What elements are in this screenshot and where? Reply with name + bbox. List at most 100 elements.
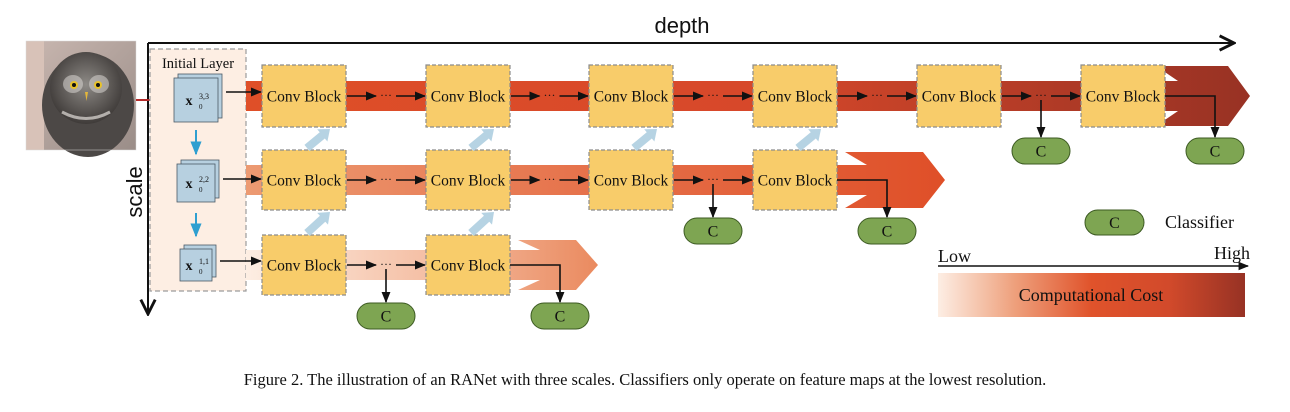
network: Conv Block ··· Conv Block ··· Conv Block ··· C…	[261, 64, 1245, 330]
conv-block: Conv Block	[261, 64, 347, 128]
feature-map-superscript: 2,2	[199, 175, 209, 184]
cross-scale-arrow-shape	[304, 212, 330, 236]
cross-scale-arrow-shape	[468, 129, 494, 152]
classifier-label: C	[1210, 144, 1221, 161]
cross-scale-arrow-shape	[795, 129, 821, 152]
conv-block: Conv Block	[425, 64, 511, 128]
cross-scale-arrow	[631, 129, 657, 152]
conv-block-label: Conv Block	[267, 258, 342, 275]
conv-block-label: Conv Block	[1086, 89, 1161, 106]
scale-axis: scale	[122, 43, 148, 314]
conv-block-box	[425, 149, 511, 211]
cross-scale-arrow	[468, 129, 494, 152]
legend-classifier: C Classifier	[1084, 209, 1234, 236]
legend-cost: Low High Computational Cost	[938, 243, 1250, 317]
conv-block-box	[916, 64, 1002, 128]
conv-block-box	[588, 149, 674, 211]
cross-scale-arrow	[304, 129, 330, 152]
classifier-label: C	[1036, 144, 1047, 161]
cross-scale-arrow	[795, 129, 821, 152]
conv-block: Conv Block	[1080, 64, 1166, 128]
feature-map-subscript: 0	[199, 268, 203, 276]
classifier-pill	[356, 302, 416, 330]
classifier-pill	[683, 217, 743, 245]
conv-block-box	[261, 149, 347, 211]
cost-label: Computational Cost	[1019, 285, 1164, 305]
conv-block-label: Conv Block	[431, 89, 506, 106]
cross-scale-arrow	[304, 212, 330, 236]
conv-block-box	[1080, 64, 1166, 128]
cross-scale-arrow-shape	[468, 212, 494, 236]
classifier: C	[1185, 137, 1245, 165]
conv-block-box	[425, 234, 511, 296]
classifier: C	[683, 217, 743, 245]
ellipsis: ···	[380, 172, 392, 186]
feature-map-subscript: 0	[199, 186, 203, 194]
cost-high-label: High	[1214, 243, 1250, 263]
classifier-pill	[1185, 137, 1245, 165]
feature-map-label: x	[186, 177, 193, 192]
conv-block-box	[752, 149, 838, 211]
conv-block: Conv Block	[425, 234, 511, 296]
classifier-pill	[530, 302, 590, 330]
conv-block-label: Conv Block	[758, 89, 833, 106]
classifier: C	[857, 217, 917, 245]
ellipsis: ···	[871, 88, 883, 102]
input-image-owl	[25, 40, 137, 157]
ellipsis: ···	[707, 88, 719, 102]
cross-scale-arrow	[468, 212, 494, 236]
figure-caption: Figure 2. The illustration of an RANet w…	[243, 370, 1047, 389]
scale-label: scale	[122, 166, 147, 217]
conv-block: Conv Block	[752, 149, 838, 211]
conv-block-label: Conv Block	[922, 89, 997, 106]
feature-map-subscript: 0	[199, 103, 203, 111]
conv-block: Conv Block	[588, 149, 674, 211]
classifier-arrow	[510, 264, 565, 304]
conv-block-label: Conv Block	[431, 173, 506, 190]
ellipsis: ···	[707, 172, 719, 186]
cross-scale-arrow-shape	[304, 129, 330, 152]
ellipsis: ···	[544, 172, 556, 186]
conv-block: Conv Block	[261, 149, 347, 211]
feature-map-superscript: 3,3	[199, 92, 209, 101]
legend-classifier-text: Classifier	[1165, 212, 1234, 232]
conv-block-box	[752, 64, 838, 128]
classifier-arrow	[1165, 95, 1220, 139]
classifier-pill	[857, 217, 917, 245]
conv-block-label: Conv Block	[758, 173, 833, 190]
classifier-label: C	[381, 309, 392, 326]
conv-block-label: Conv Block	[594, 173, 669, 190]
classifier: C	[530, 302, 590, 330]
conv-block-label: Conv Block	[594, 89, 669, 106]
classifier-arrow	[837, 179, 892, 219]
ellipsis: ···	[380, 88, 392, 102]
classifier-pill	[1011, 137, 1071, 165]
legend: C Classifier Low High Computational Cost	[938, 209, 1250, 317]
feature-map-x0-2-2: x 2,2 0	[176, 159, 220, 203]
feature-map-x0-3-3: x 3,3 0	[173, 73, 223, 123]
conv-block-label: Conv Block	[267, 89, 342, 106]
conv-block-box	[261, 64, 347, 128]
feature-map-front	[176, 163, 216, 203]
feature-map-superscript: 1,1	[199, 257, 209, 266]
depth-label: depth	[654, 13, 709, 38]
conv-block-label: Conv Block	[431, 258, 506, 275]
conv-block-box	[425, 64, 511, 128]
classifier: C	[356, 302, 416, 330]
conv-block-box	[588, 64, 674, 128]
conv-block: Conv Block	[916, 64, 1002, 128]
classifier-label: C	[555, 309, 566, 326]
ellipsis: ···	[544, 88, 556, 102]
conv-block-box	[261, 234, 347, 296]
feature-map-label: x	[186, 94, 193, 109]
cost-gradient-bar	[938, 273, 1245, 317]
feature-map-front	[173, 77, 219, 123]
legend-classifier-symbol: C	[1109, 215, 1120, 232]
cross-scale-arrow-shape	[631, 129, 657, 152]
depth-axis: depth	[148, 13, 1234, 43]
classifier-label: C	[708, 224, 719, 241]
conv-block-label: Conv Block	[267, 173, 342, 190]
